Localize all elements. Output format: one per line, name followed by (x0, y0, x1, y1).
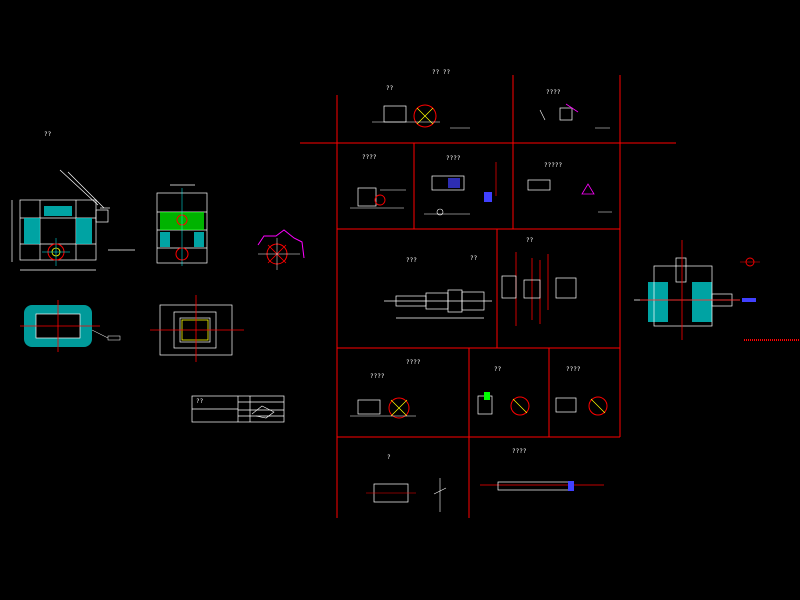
sheet-3a-label: ??? (406, 257, 417, 264)
sheet-2a-drawing[interactable] (350, 187, 406, 209)
sheet-5a-label: ? (387, 454, 391, 461)
sheet-4a-label: ???? (370, 373, 385, 380)
sheet-4a-drawing[interactable] (350, 397, 416, 419)
sheet-2b-label: ???? (446, 155, 461, 162)
sheet-5b-label: ???? (512, 448, 527, 455)
sheet-2a-label: ???? (362, 154, 377, 161)
sheet-2b-drawing[interactable] (424, 162, 497, 216)
sheet-3c-label: ?? (470, 255, 478, 262)
sheet-3b-label: ?? (526, 237, 534, 244)
sheet-2c-drawing[interactable] (527, 179, 612, 213)
left-top-view[interactable] (150, 295, 244, 362)
left-front-view[interactable] (11, 169, 135, 271)
sheet-1b-drawing[interactable] (539, 103, 610, 129)
sheet-5b-rod[interactable] (480, 481, 604, 491)
left-title-label: ?? (44, 131, 52, 138)
title-block-label: ?? (196, 398, 204, 405)
title-block[interactable] (191, 395, 285, 423)
sheet-4b-drawing[interactable] (477, 392, 530, 416)
sheet-4c-drawing[interactable] (555, 396, 608, 416)
sheet-5a-drawing[interactable] (366, 478, 447, 512)
top-title-label: ?? ?? (432, 69, 451, 76)
sheet-4d-label: ???? (406, 359, 421, 366)
left-side-view[interactable] (156, 184, 208, 266)
sheet-2c-label: ????? (544, 162, 563, 169)
sheet-4b-label: ?? (494, 366, 502, 373)
sheet-1b-label: ???? (546, 89, 561, 96)
sheet-1a-label: ?? (386, 85, 394, 92)
left-detail-view[interactable] (257, 229, 305, 270)
sheet-3a-shaft[interactable] (384, 289, 492, 319)
sheet-3b-drawing[interactable] (501, 252, 577, 326)
left-plan-view[interactable] (20, 300, 121, 352)
sheet-frame-grid (300, 75, 676, 518)
sheet-4c-label: ???? (566, 366, 581, 373)
right-assembly-view[interactable] (634, 240, 800, 341)
sheet-1-drawing[interactable] (372, 104, 470, 129)
